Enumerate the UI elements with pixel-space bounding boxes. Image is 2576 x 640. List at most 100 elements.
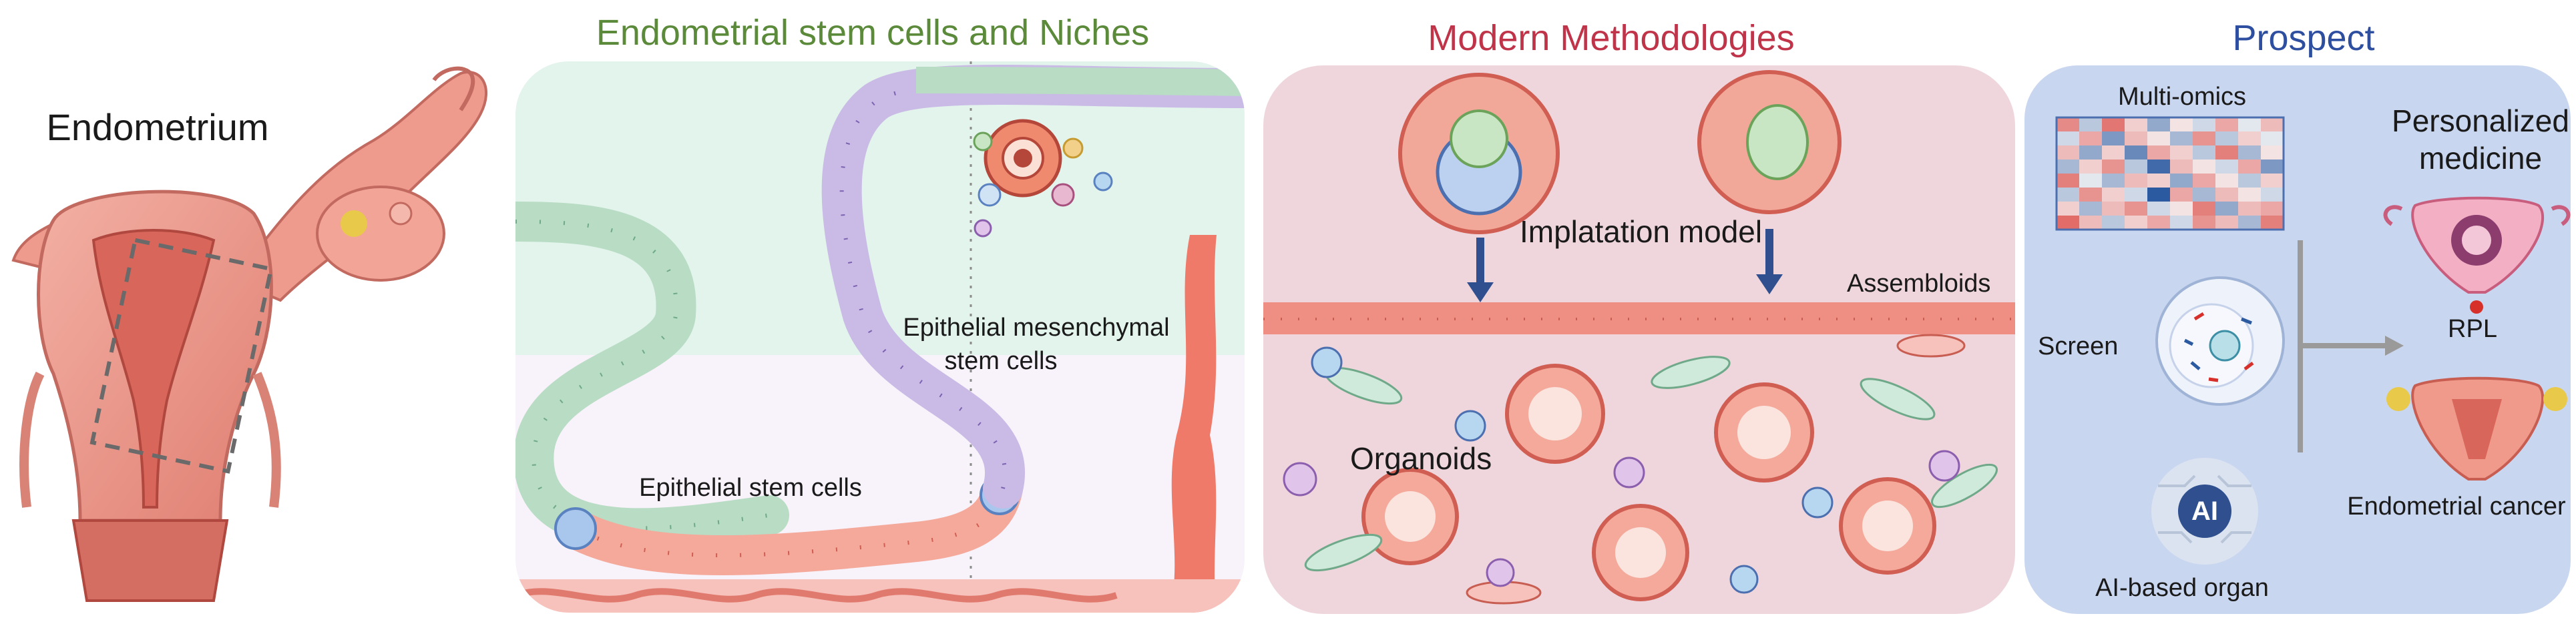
heatmap-cell <box>2147 202 2170 216</box>
heatmap-cell <box>2261 159 2284 174</box>
heatmap-cell <box>2125 131 2147 145</box>
heatmap-cell <box>2193 188 2215 202</box>
heatmap-cell <box>2147 145 2170 159</box>
heatmap-cell <box>2102 117 2125 131</box>
heatmap-cell <box>2057 202 2079 216</box>
heatmap-cell <box>2193 159 2215 174</box>
uterus-illustration <box>11 66 488 602</box>
heatmap-cell <box>2102 159 2125 174</box>
heatmap-cell <box>2170 145 2193 159</box>
prospect-illustration <box>2055 116 2571 565</box>
heatmap-cell <box>2215 216 2238 230</box>
heatmap-cell <box>2261 216 2284 230</box>
rpl-label: RPL <box>2448 315 2497 343</box>
heatmap-cell <box>2102 188 2125 202</box>
heatmap-cell <box>2102 145 2125 159</box>
emsc-label-line1: Epithelial mesenchymal <box>903 314 1170 342</box>
heatmap-cell <box>2170 202 2193 216</box>
prospect-panel: Multi-omics Screen AI AI-based organ Per… <box>2024 65 2571 614</box>
heatmap-cell <box>2193 117 2215 131</box>
heatmap-cell <box>2057 145 2079 159</box>
niches-panel: Epithelial mesenchymal stem cells Epithe… <box>515 61 1245 613</box>
methods-title: Modern Methodologies <box>1428 18 1795 58</box>
heatmap-cell <box>2102 216 2125 230</box>
heatmap-cell <box>2170 216 2193 230</box>
heatmap-cell <box>2057 159 2079 174</box>
heatmap-cell <box>2057 216 2079 230</box>
heatmap-cell <box>2261 174 2284 188</box>
heatmap-cell <box>2125 216 2147 230</box>
heatmap-cell <box>2079 131 2102 145</box>
heatmap-cell <box>2238 117 2261 131</box>
heatmap-cell <box>2215 117 2238 131</box>
heatmap-cell <box>2238 159 2261 174</box>
assembloids-label: Assembloids <box>1847 270 1991 298</box>
heatmap-cell <box>2057 117 2079 131</box>
heatmap-cell <box>2193 131 2215 145</box>
heatmap-frame <box>2055 116 2285 231</box>
screen-label: Screen <box>2038 332 2119 360</box>
heatmap-cell <box>2125 174 2147 188</box>
heatmap-cell <box>2238 202 2261 216</box>
personalized-medicine-line2: medicine <box>2418 141 2543 176</box>
heatmap-cell <box>2147 174 2170 188</box>
ai-based-organ-label: AI-based organ <box>2095 574 2269 602</box>
heatmap-cell <box>2147 188 2170 202</box>
heatmap-cell <box>2193 216 2215 230</box>
heatmap-cell <box>2238 174 2261 188</box>
heatmap-cell <box>2238 216 2261 230</box>
heatmap-cell <box>2215 202 2238 216</box>
heatmap-cell <box>2170 117 2193 131</box>
heatmap-cell <box>2170 188 2193 202</box>
heatmap-cell <box>2261 117 2284 131</box>
ai-badge-text: AI <box>2191 497 2218 526</box>
heatmap-cell <box>2102 174 2125 188</box>
heatmap-cell <box>2170 159 2193 174</box>
heatmap-cell <box>2261 188 2284 202</box>
heatmap-cell <box>2215 145 2238 159</box>
heatmap-cell <box>2261 202 2284 216</box>
heatmap-cell <box>2125 117 2147 131</box>
organoids-label: Organoids <box>1350 441 1492 476</box>
endometrium-section: Endometrium <box>0 0 515 640</box>
heatmap-cell <box>2193 145 2215 159</box>
heatmap-cell <box>2057 188 2079 202</box>
heatmap-cell <box>2215 188 2238 202</box>
heatmap-cell <box>2215 131 2238 145</box>
heatmap-cell <box>2125 188 2147 202</box>
methods-panel: Implatation model Assembloids Organoids <box>1263 65 2015 614</box>
niches-illustration <box>515 61 1245 613</box>
heatmap-cell <box>2079 174 2102 188</box>
niches-title: Endometrial stem cells and Niches <box>596 13 1150 53</box>
heatmap-cell <box>2238 131 2261 145</box>
heatmap-cell <box>2125 159 2147 174</box>
implantation-model-label: Implatation model <box>1520 214 1763 249</box>
heatmap-cell <box>2125 145 2147 159</box>
heatmap-cell <box>2125 202 2147 216</box>
heatmap-cell <box>2057 131 2079 145</box>
endometrium-title: Endometrium <box>46 106 269 148</box>
personalized-medicine-line1: Personalized <box>2392 103 2569 138</box>
heatmap-cell <box>2261 145 2284 159</box>
epithelial-stem-cells-label: Epithelial stem cells <box>639 474 862 502</box>
heatmap-cell <box>2079 145 2102 159</box>
heatmap-cell <box>2079 202 2102 216</box>
heatmap-cell <box>2147 117 2170 131</box>
heatmap-cell <box>2147 216 2170 230</box>
heatmap-cell <box>2193 174 2215 188</box>
heatmap-cell <box>2193 202 2215 216</box>
heatmap-cell <box>2102 131 2125 145</box>
multi-omics-heatmap <box>2055 116 2285 231</box>
heatmap-cell <box>2079 159 2102 174</box>
methods-illustration <box>1263 70 2015 605</box>
heatmap-cell <box>2147 159 2170 174</box>
heatmap-cell <box>2079 117 2102 131</box>
multi-omics-label: Multi-omics <box>2117 83 2247 111</box>
heatmap-cell <box>2147 131 2170 145</box>
heatmap-cell <box>2238 188 2261 202</box>
heatmap-cell <box>2170 131 2193 145</box>
endometrial-cancer-label: Endometrial cancer <box>2347 493 2566 521</box>
heatmap-cell <box>2079 188 2102 202</box>
heatmap-cell <box>2238 145 2261 159</box>
heatmap-cell <box>2102 202 2125 216</box>
